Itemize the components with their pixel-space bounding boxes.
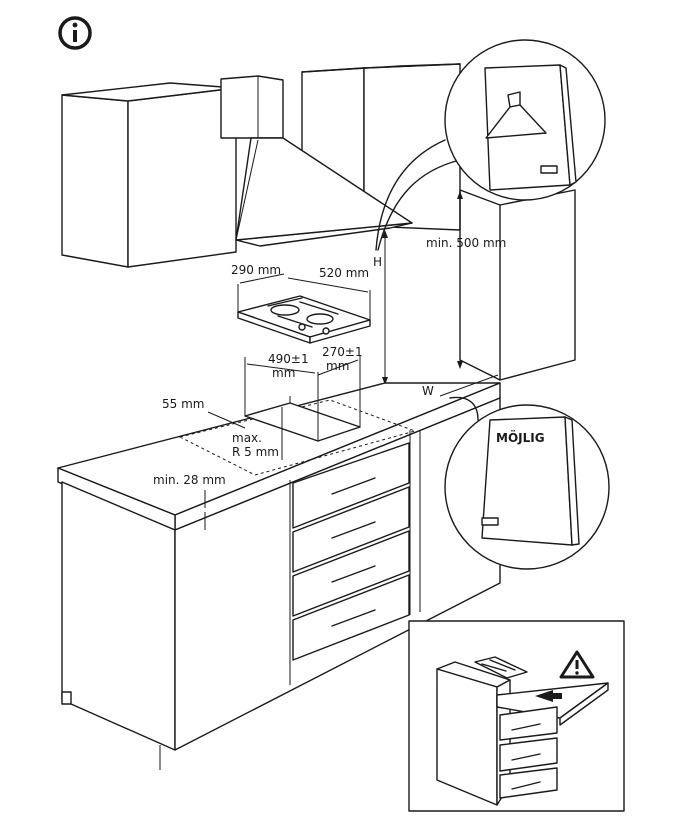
radius-label-1: max. [232, 431, 262, 445]
min-500-label: min. 500 mm [426, 236, 506, 250]
manual-title: MÖJLIG [496, 430, 545, 445]
min-500-dimension: min. 500 mm [426, 191, 506, 369]
cutout-490-label-2: mm [272, 366, 295, 380]
base-cabinet: min. 28 mm [61, 397, 501, 770]
extractor-hood [220, 75, 413, 247]
height-label: H [373, 255, 382, 269]
cutout-270-label-1: 270±1 [322, 345, 363, 359]
min-28-label: min. 28 mm [153, 473, 226, 487]
warning-inset [408, 620, 625, 812]
hood-manual-callout [375, 39, 606, 251]
worktop: W [57, 374, 501, 531]
radius-label-2: R 5 mm [232, 445, 279, 459]
info-icon [58, 16, 92, 50]
left-wall-cabinet [61, 82, 237, 268]
width-label: W [422, 384, 434, 398]
edge-55-label: 55 mm [162, 397, 204, 411]
push-arrow-icon [535, 690, 562, 702]
warning-icon [559, 650, 595, 679]
cutout-490-label-1: 490±1 [268, 352, 309, 366]
gas-hob: 290 mm 520 mm [231, 263, 371, 344]
cutout-270-label-2: mm [326, 359, 349, 373]
width-520-label: 520 mm [319, 266, 369, 280]
mojlig-manual-callout: MÖJLIG [444, 396, 610, 570]
worktop-cutout: 490±1 mm 270±1 mm max. R 5 mm 55 mm [162, 345, 417, 476]
width-290-label: 290 mm [231, 263, 281, 277]
height-dimension: H [373, 230, 388, 385]
